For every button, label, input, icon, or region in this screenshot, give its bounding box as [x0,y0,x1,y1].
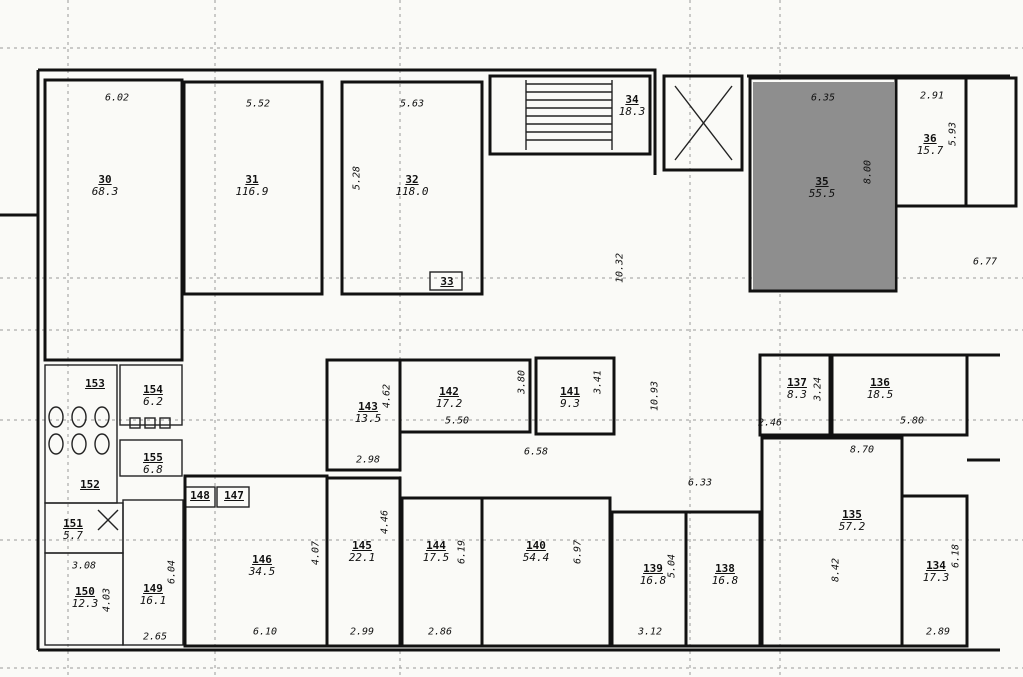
dimension-label: 4.46 [379,509,391,535]
dimension-label: 6.97 [572,539,584,565]
dimension-label: 2.89 [925,626,951,638]
outer-walls [0,68,1010,652]
dimension-label: 4.03 [101,587,113,613]
room-35-highlight[interactable] [753,82,894,290]
dimension-label: 3.80 [516,369,528,395]
dimension-label: 5.04 [666,553,678,579]
dimension-label: 8.00 [862,159,874,185]
dimension-label: 5.63 [399,98,425,110]
dimension-label: 2.65 [142,631,168,643]
room-148-label[interactable]: 148 [190,489,210,502]
dimension-label: 6.04 [166,559,178,585]
dimension-label: 6.58 [523,446,549,458]
dimension-label: 8.70 [849,444,875,456]
lower-room-walls [44,353,1000,648]
dimension-label: 2.98 [355,454,381,466]
dimension-label: 2.46 [757,417,783,429]
dimension-label: 3.41 [592,369,604,395]
room-152-label[interactable]: 152 [80,478,100,491]
dimension-label: 3.24 [812,376,824,402]
dimension-label: 2.86 [427,626,453,638]
dimension-label: 6.33 [687,477,713,489]
dimension-label: 5.93 [947,121,959,147]
dimension-label: 3.12 [637,626,663,638]
top-room-walls [43,74,1018,362]
dimension-label: 6.77 [972,256,998,268]
dimension-label: 10.93 [649,380,661,412]
dimension-label: 4.07 [310,540,322,566]
dimension-label: 5.80 [899,415,925,427]
dimension-label: 5.52 [245,98,271,110]
room-33-label[interactable]: 33 [440,275,454,288]
staircase [525,80,613,150]
dimension-label: 10.32 [614,252,626,284]
dimension-label: 8.42 [830,557,842,583]
dimension-label: 4.62 [381,383,393,409]
dimension-label: 6.19 [456,539,468,565]
room-147-label[interactable]: 147 [224,489,244,502]
dimension-label: 5.50 [444,415,470,427]
room-153-label[interactable]: 153 [85,377,105,390]
dimension-label: 6.35 [810,92,836,104]
dimension-label: 6.02 [104,92,130,104]
dimension-label: 2.99 [349,626,375,638]
dimension-label: 6.10 [252,626,278,638]
dimension-label: 6.18 [950,543,962,569]
toilet-fixtures [48,406,171,531]
dimension-label: 5.28 [351,165,363,191]
dimension-label: 2.91 [919,90,945,102]
dimension-label: 3.08 [71,560,97,572]
